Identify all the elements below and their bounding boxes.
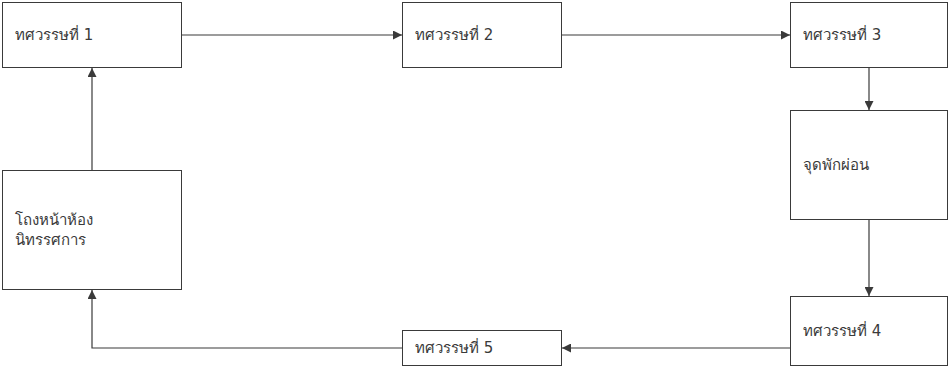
process-box: จุดพักผ่อน: [790, 110, 948, 220]
flow-arrow: [562, 34, 790, 35]
flow-arrow: [868, 220, 869, 296]
box-label: โถงหน้าห้อง นิทรรศการ: [15, 210, 125, 251]
process-box: ทศวรรษที่ 5: [402, 330, 562, 366]
box-label: ทศวรรษที่ 3: [803, 25, 935, 45]
process-box: ทศวรรษที่ 2: [402, 2, 562, 68]
flow-arrow: [92, 290, 402, 348]
flow-arrow: [868, 68, 869, 110]
box-label: ทศวรรษที่ 5: [415, 338, 549, 358]
process-box: ทศวรรษที่ 4: [790, 296, 948, 366]
box-label: จุดพักผ่อน: [803, 155, 935, 175]
flow-arrow: [182, 34, 402, 35]
process-box: โถงหน้าห้อง นิทรรศการ: [2, 170, 182, 290]
flow-arrow: [562, 347, 790, 348]
process-box: ทศวรรษที่ 3: [790, 2, 948, 68]
process-box: ทศวรรษที่ 1: [2, 2, 182, 68]
box-label: ทศวรรษที่ 4: [803, 321, 935, 341]
box-label: ทศวรรษที่ 1: [15, 25, 169, 45]
box-label: ทศวรรษที่ 2: [415, 25, 549, 45]
flow-arrow: [91, 68, 92, 170]
